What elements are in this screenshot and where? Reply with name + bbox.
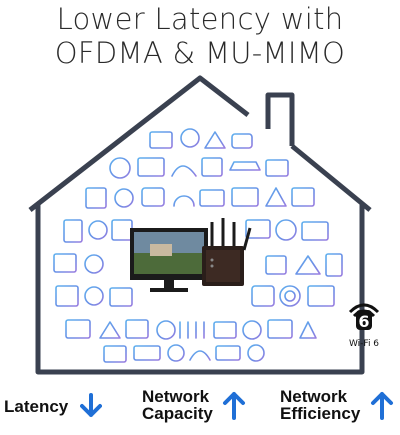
smart-device-icon-cloud [53, 128, 343, 363]
house-illustration [28, 75, 372, 375]
metric-capacity-line2: Capacity [142, 404, 213, 423]
metric-capacity-line1: Network [142, 387, 210, 406]
metric-efficiency-line1: Network [280, 387, 348, 406]
monitor-icon [130, 228, 208, 292]
wifi6-number: 6 [358, 312, 369, 331]
house-outline [28, 75, 372, 375]
arrow-up-icon [223, 392, 245, 420]
wifi6-logo-icon: 6 [348, 303, 380, 331]
wifi6-label: Wi-Fi 6 [348, 339, 380, 349]
arrow-up-icon [371, 392, 393, 420]
metric-latency-label: Latency [4, 397, 69, 416]
metric-network-efficiency: Network Efficiency [280, 388, 360, 422]
router-icon [202, 218, 252, 286]
arrow-down-icon [80, 393, 102, 417]
page-title-line-1: Lower Latency with [56, 2, 344, 36]
wifi6-badge: 6 Wi-Fi 6 [334, 298, 394, 349]
metric-efficiency-line2: Efficiency [280, 404, 361, 423]
page-title-line-2: OFDMA & MU-MIMO [54, 36, 346, 70]
metric-network-capacity: Network Capacity [142, 388, 213, 422]
